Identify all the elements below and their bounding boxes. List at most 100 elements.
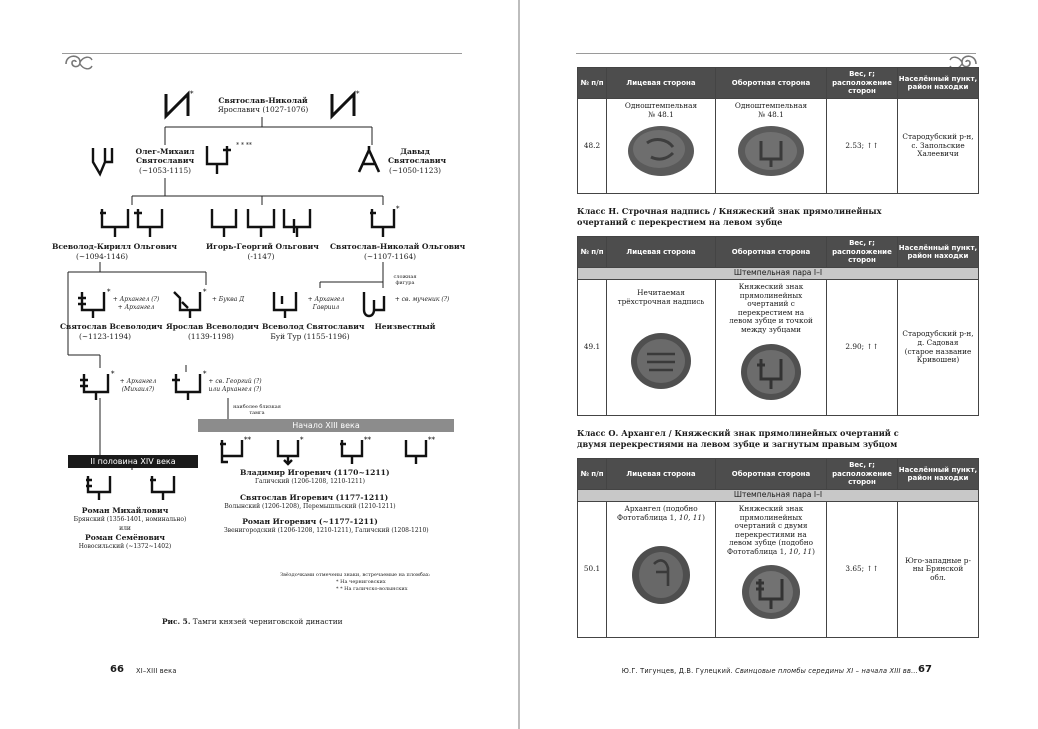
weight-cell: 2.90; ↑↑ <box>826 279 898 416</box>
obverse-cell: Одноштемпельная № 48.1 <box>606 98 716 194</box>
obverse-text: Архангел (подобно Фототаблица 1, 10, 11) <box>617 504 705 522</box>
node-vsevolod-kirill-years: (~1094-1146) <box>75 252 129 261</box>
note-gabriel-2: Гавриил <box>312 304 340 311</box>
reverse-text: Одноштемпельная № 48.1 <box>734 101 808 119</box>
running-head: XI–XIII века <box>136 667 177 675</box>
note-archangel: + Архангел <box>117 304 155 311</box>
place-cell: Юго-западные р-ны Брянской обл. <box>897 501 979 638</box>
node-yaroslav-years: (1139-1198) <box>188 332 234 341</box>
node-svyatoslav-olgovich-years: (~1107-1164) <box>363 252 417 261</box>
tamga-icon: * <box>172 370 207 400</box>
tamga-icon: * <box>173 288 207 318</box>
tamga-icon <box>272 292 298 318</box>
running-head: Ю.Г. Тигунцев, Д.В. Гулецкий. Свинцовые … <box>621 667 918 675</box>
ornament-icon <box>65 55 93 70</box>
weight-cell: 3.65; ↑↑ <box>826 501 898 638</box>
or-label: или <box>119 525 131 532</box>
node-roman-igorevich: Роман Игоревич (~1177-1211) <box>242 517 378 526</box>
node-svyatoslav: Святослав-Николай <box>218 96 308 105</box>
col-reverse: Оборотная сторона <box>715 458 827 490</box>
note-or-archangel: или Архангел (?) <box>208 386 262 393</box>
nearest-sign-note: наиболее близкая тамга <box>233 404 281 416</box>
col-number: № п/п <box>577 67 607 99</box>
node-david-patronymic: Святославич <box>388 156 447 165</box>
svg-text:*: * <box>356 90 360 98</box>
seal-photo <box>741 343 801 400</box>
col-number: № п/п <box>577 236 607 268</box>
table-class-m: № п/п Лицевая сторона Оборотная сторона … <box>577 67 979 194</box>
obverse-text: Нечитаемая трёхстрочная надпись <box>617 288 705 306</box>
header-rule <box>62 53 462 54</box>
tamga-icon <box>362 292 386 318</box>
node-roman-mikhailovich-reign: Брянский (1356-1401, номинально) <box>73 516 187 523</box>
obverse-cell: Архангел (подобно Фототаблица 1, 10, 11) <box>606 501 716 638</box>
node-vsevolod-svyatoslavich: Всеволод Святославич <box>262 322 365 331</box>
col-place: Населённый пункт, район находки <box>897 236 979 268</box>
legend-note: Звёздочками отмечены знаки, встречаемые … <box>280 572 431 578</box>
row-number: 50.1 <box>577 501 607 638</box>
tamga-icon: * <box>164 90 194 120</box>
node-roman-mikhailovich: Роман Михайлович <box>81 506 169 515</box>
table-row: 50.1 Архангел (подобно Фототаблица 1, 10… <box>577 501 979 638</box>
row-number: 49.1 <box>577 279 607 416</box>
row-number: 48.2 <box>577 98 607 194</box>
tamga-icon: * <box>330 90 360 120</box>
tamga-icon: * <box>370 205 400 237</box>
svg-text:*: * <box>396 205 400 213</box>
table-class-n: № п/п Лицевая сторона Оборотная сторона … <box>577 236 979 416</box>
tamga-icon <box>100 209 164 237</box>
svg-text:**: ** <box>428 436 436 444</box>
obverse-cell: Нечитаемая трёхстрочная надпись <box>606 279 716 416</box>
node-igor: Игорь-Георгий Ольгович <box>206 242 319 251</box>
table-class-o: № п/п Лицевая сторона Оборотная сторона … <box>577 458 979 638</box>
node-yaroslav: Ярослав Всеволодич <box>166 322 259 331</box>
node-roman-igorevich-reign: Звенигородский (1206-1208, 1210-1211), Г… <box>224 527 429 534</box>
node-david: Давыд <box>400 147 430 156</box>
col-weight: Вес, г; расположение сторон <box>826 67 898 99</box>
tamga-icon <box>357 146 381 173</box>
col-obverse: Лицевая сторона <box>606 458 716 490</box>
node-svyatoslav-vsevolodich: Святослав Всеволодич <box>60 322 163 331</box>
node-roman-semenovich-reign: Новосильский (~1372~1402) <box>78 543 172 550</box>
band-early-xiii: Начало XIII века <box>198 419 454 432</box>
tamga-icon <box>210 209 312 237</box>
svg-text:**: ** <box>244 436 252 444</box>
note-martyr: + св. мученик (?) <box>394 296 450 303</box>
page-number: 67 <box>918 664 932 675</box>
note-gabriel-1: + Архангел <box>307 296 345 303</box>
legend-note-chernigov: * На черниговских <box>336 579 386 585</box>
node-david-years: (~1050-1123) <box>388 166 442 175</box>
tamga-icon <box>205 146 231 174</box>
node-oleg: Олег-Михаил <box>135 147 195 156</box>
seal-photo <box>631 333 691 390</box>
node-svyatoslav-igorevich: Святослав Игоревич (1177-1211) <box>240 493 389 502</box>
col-number: № п/п <box>577 458 607 490</box>
node-svyatoslav-vsevolodich-years: (~1123-1194) <box>78 332 132 341</box>
place-cell: Стародубский р-н, д. Садовая (старое наз… <box>897 279 979 416</box>
node-svyatoslav-years: Ярославич (1027-1076) <box>217 105 309 114</box>
svg-text:**: ** <box>364 436 372 444</box>
reverse-cell: Княжеский знак прямолинейных очертаний с… <box>715 501 827 638</box>
header-rule <box>576 53 976 54</box>
node-roman-semenovich: Роман Семёнович <box>85 533 165 542</box>
seal-photo <box>738 126 804 177</box>
node-igor-years: (-1147) <box>247 252 275 261</box>
oleg-marks: * * ** <box>236 142 252 149</box>
table-row: 49.1 Нечитаемая трёхстрочная надпись Кня… <box>577 279 979 416</box>
node-vladimir-igorevich-reign: Галичский (1206-1208, 1210-1211) <box>255 478 365 485</box>
col-weight: Вес, г; расположение сторон <box>826 458 898 490</box>
svg-text:*: * <box>300 436 304 444</box>
legend-note-galich: * * На галичско-волынских <box>336 586 408 592</box>
node-unknown: Неизвестный <box>374 322 436 331</box>
node-oleg-patronymic: Святославич <box>135 156 195 165</box>
left-page: * * Святослав-Николай Ярославич (1027-10… <box>0 0 518 729</box>
page-number: 66 <box>110 664 124 675</box>
node-vsevolod-kirill: Всеволод-Кирилл Ольгович <box>52 242 177 251</box>
obverse-text: Одноштемпельная № 48.1 <box>624 101 698 119</box>
node-vsevolod-svyatoslavich-years: Буй Тур (1155-1196) <box>270 332 350 341</box>
weight-cell: 2.53; ↑↑ <box>826 98 898 194</box>
table-row: 48.2 Одноштемпельная № 48.1 Одноштемпель… <box>577 98 979 194</box>
place-cell: Стародубский р-н, с. Запольские Халеевич… <box>897 98 979 194</box>
note-archangel-q: + Архангел (?) <box>112 296 160 303</box>
tamga-icon <box>86 476 176 500</box>
